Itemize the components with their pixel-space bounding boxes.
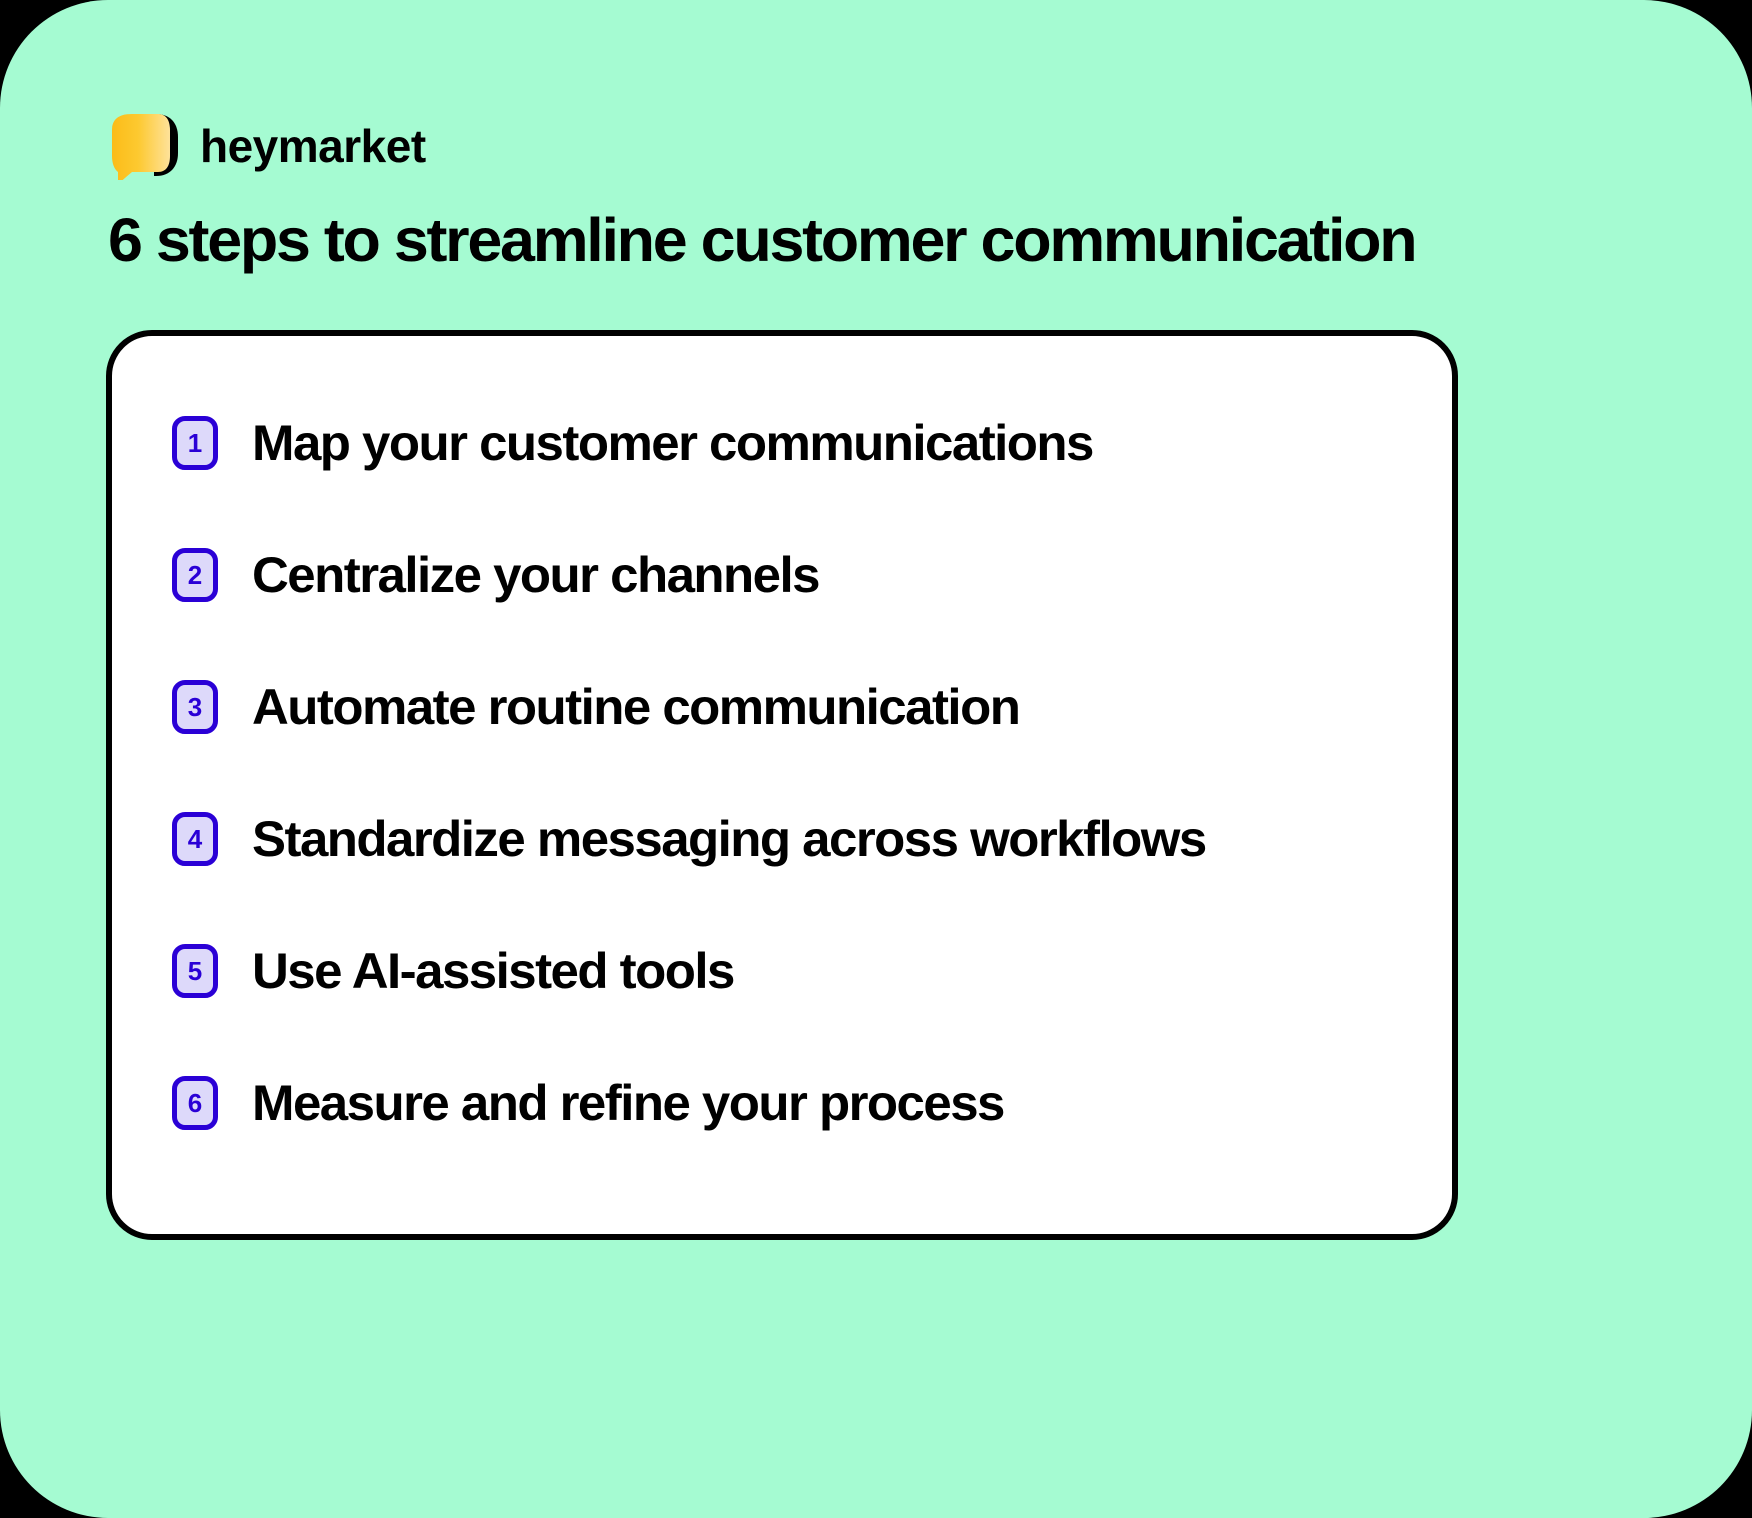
step-number-badge: 6 [172, 1076, 218, 1130]
brand-lockup: heymarket [108, 112, 426, 180]
list-item: 1 Map your customer communications [172, 410, 1412, 476]
list-item: 3 Automate routine communication [172, 674, 1412, 740]
list-item: 2 Centralize your channels [172, 542, 1412, 608]
brand-name: heymarket [200, 120, 426, 172]
step-number-badge: 1 [172, 416, 218, 470]
step-label: Automate routine communication [252, 679, 1021, 735]
list-item: 5 Use AI-assisted tools [172, 938, 1412, 1004]
page-title: 6 steps to streamline customer communica… [108, 206, 1418, 274]
step-number-badge: 4 [172, 812, 218, 866]
speech-bubble-icon [108, 112, 184, 180]
steps-card: 1 Map your customer communications 2 Cen… [106, 330, 1458, 1240]
list-item: 6 Measure and refine your process [172, 1070, 1412, 1136]
step-label: Map your customer communications [252, 415, 1094, 471]
steps-list: 1 Map your customer communications 2 Cen… [172, 410, 1412, 1136]
step-number-badge: 2 [172, 548, 218, 602]
step-number-badge: 5 [172, 944, 218, 998]
step-number-badge: 3 [172, 680, 218, 734]
step-label: Measure and refine your process [252, 1075, 1005, 1131]
list-item: 4 Standardize messaging across workflows [172, 806, 1412, 872]
step-label: Use AI-assisted tools [252, 943, 735, 999]
step-label: Centralize your channels [252, 547, 821, 603]
step-label: Standardize messaging across workflows [252, 811, 1207, 867]
